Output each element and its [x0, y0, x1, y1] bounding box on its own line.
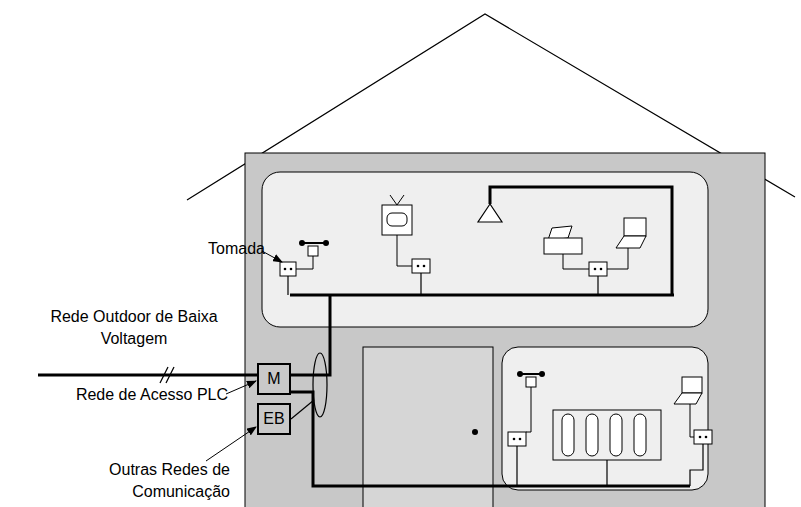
door [363, 347, 493, 507]
outlet [280, 262, 296, 276]
module-box: EB [257, 403, 291, 435]
outlet [508, 432, 526, 446]
coupling-link [291, 400, 314, 419]
outlet [412, 259, 430, 273]
callout-label: Rede Outdoor de Baixa Voltagem [18, 306, 250, 350]
house-body [245, 153, 765, 507]
callout-label: Outras Redes de Comunicação [70, 459, 230, 503]
phone [526, 377, 536, 387]
door-knob [472, 429, 478, 435]
callout-label: Rede de Acesso PLC [54, 384, 228, 406]
leader-line [262, 251, 282, 262]
leader-line [206, 427, 256, 461]
outlet [694, 430, 712, 444]
computer [682, 377, 702, 393]
lower-room [502, 347, 708, 490]
outdoor-line [38, 374, 257, 377]
radiator [553, 410, 661, 460]
wire [291, 392, 690, 486]
leader-line [226, 381, 256, 394]
module-label: EB [263, 410, 284, 428]
laptop [624, 218, 646, 236]
lamp [478, 204, 502, 222]
phone [308, 246, 318, 256]
wire [290, 294, 674, 297]
tv [382, 205, 412, 235]
outlet [589, 262, 607, 276]
module-label: M [267, 370, 280, 388]
module-box: M [257, 363, 291, 395]
callout-label: Tomada [208, 238, 265, 260]
line-mark [166, 367, 174, 383]
wire [490, 187, 672, 295]
coupling [313, 353, 327, 417]
wire [291, 295, 330, 375]
